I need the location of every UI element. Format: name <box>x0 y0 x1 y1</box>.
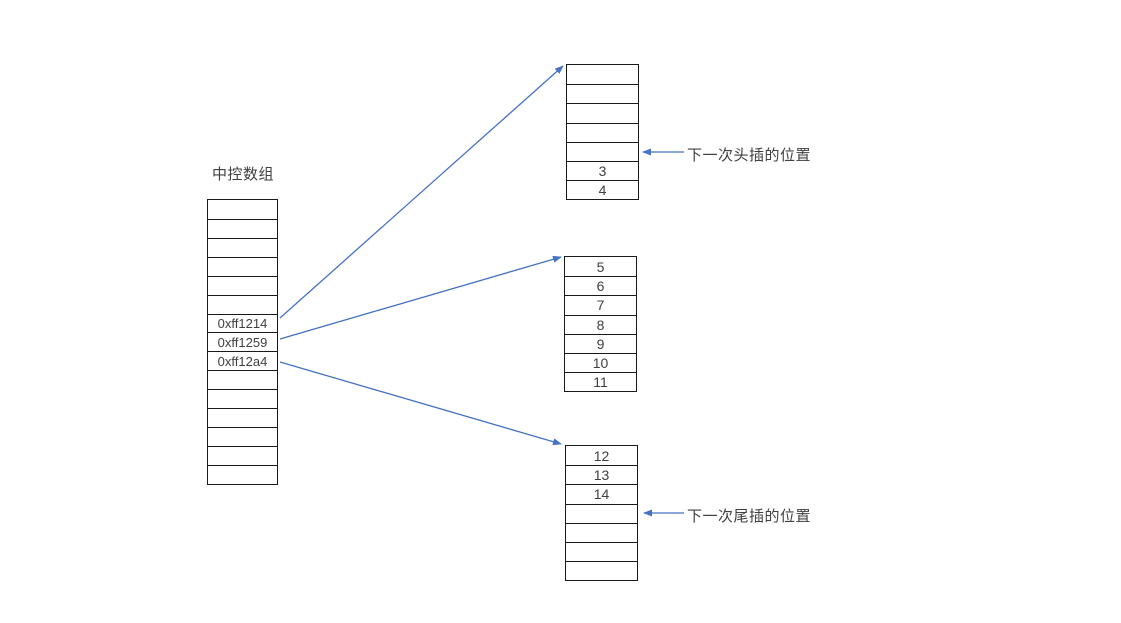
central-array-cell <box>208 427 277 446</box>
central-array-cell <box>208 200 277 219</box>
buffer-bottom-cell <box>566 503 637 523</box>
central-array-cell <box>208 408 277 427</box>
central-array-cell <box>208 237 277 257</box>
central-array-cell: 0xff1214 <box>208 313 277 333</box>
buffer-middle-cell: 9 <box>565 333 636 353</box>
buffer-top-cell: 4 <box>567 180 638 199</box>
buffer-middle-cell: 5 <box>596 258 605 275</box>
central-array-cell <box>208 275 277 295</box>
central-array-label: 中控数组 <box>212 166 275 183</box>
central-array-cell <box>208 445 277 465</box>
buffer-middle-cell: 6 <box>565 276 636 295</box>
buffer-bottom-cell <box>566 561 637 580</box>
central-array-cell: 0xff1259 <box>208 332 277 351</box>
buffer-top-cell <box>567 103 638 122</box>
buffer-bottom-cell: 12 <box>593 447 610 464</box>
tail-insert-annotation: 下一次尾插的位置 <box>687 508 812 525</box>
buffer-middle-cell: 8 <box>565 314 636 334</box>
central-array-cell <box>208 218 277 238</box>
buffer-bottom-cell <box>566 522 637 542</box>
central-array-cell: 0xff12a4 <box>208 351 277 370</box>
central-array-cell <box>208 389 277 408</box>
central-array-cell <box>208 370 277 389</box>
buffer-bottom-cell <box>566 541 637 561</box>
head-insert-annotation: 下一次头插的位置 <box>687 147 812 164</box>
buffer-top-cell <box>567 84 638 103</box>
pointer-arrow-to-top-buffer <box>279 65 564 319</box>
buffer-top-cell: 3 <box>567 160 638 180</box>
buffer-bottom-cell: 14 <box>566 484 637 503</box>
central-array-cell <box>208 256 277 276</box>
buffer-top-cell <box>567 141 638 161</box>
central-array-cell <box>208 294 277 314</box>
pointer-arrow-to-bottom-buffer <box>279 361 562 446</box>
buffer-top-cell <box>567 122 638 142</box>
buffer-middle-cell: 7 <box>565 295 636 314</box>
buffer-middle-cell: 10 <box>565 352 636 372</box>
pointer-arrow-to-middle-buffer <box>279 255 562 340</box>
buffer-top-cell <box>567 65 638 84</box>
buffer-middle-cell: 11 <box>565 372 636 391</box>
buffer-bottom-cell: 13 <box>566 465 637 484</box>
central-array-cell <box>208 464 277 484</box>
